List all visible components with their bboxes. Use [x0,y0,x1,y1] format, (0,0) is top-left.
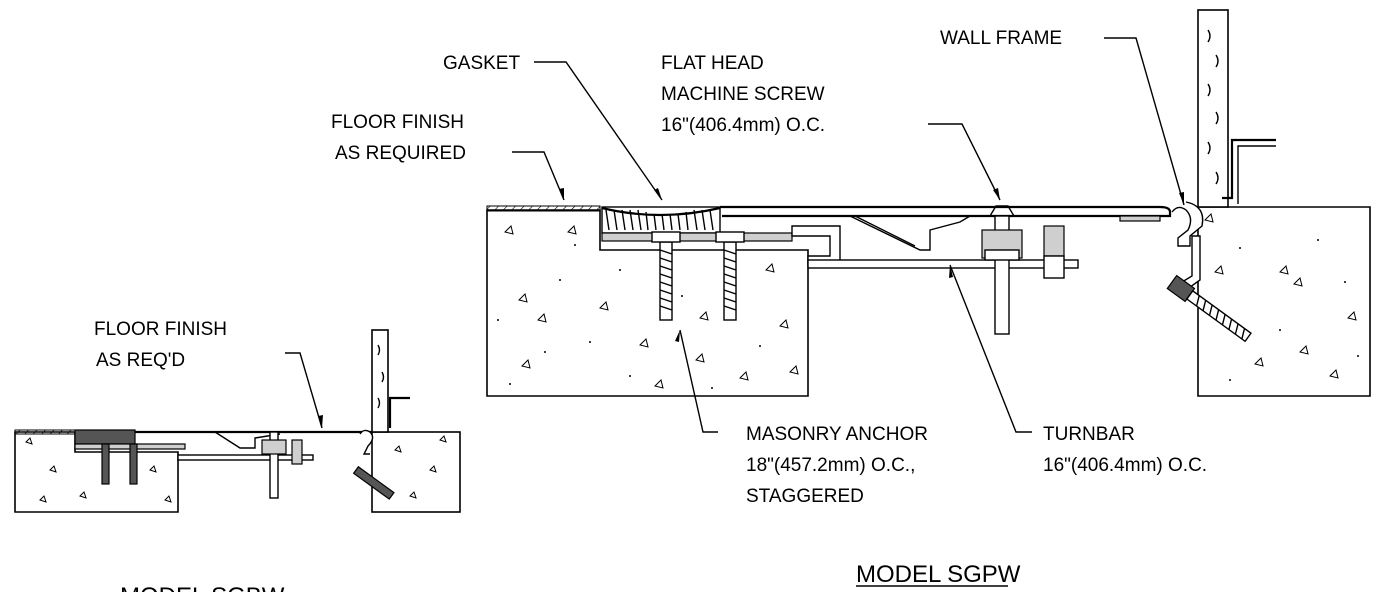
label-floor-finish-2: AS REQUIRED [335,143,466,164]
masonry-anchor-left [651,231,681,321]
label-floor-finish-small-2: AS REQ'D [96,350,185,371]
label-masonry-3: STAGGERED [746,486,864,507]
label-turnbar-2: 16"(406.4mm) O.C. [1043,455,1207,476]
leader-floor-finish-small [285,352,323,429]
leader-masonry [679,329,718,433]
label-flat-head-2: MACHINE SCREW [661,84,825,105]
floor-finish-layer [486,205,601,212]
leader-lines [285,37,1185,433]
label-masonry-2: 18"(457.2mm) O.C., [746,455,915,476]
leader-arrowheads [318,188,1184,428]
small-screw [269,431,279,499]
leader-turnbar [949,264,1032,433]
side-bolt [1043,225,1065,279]
title-model-sgbw: MODEL SGBW [120,583,285,592]
left-slab-aggregate [504,225,799,389]
label-wall-frame: WALL FRAME [940,28,1062,49]
leader-floor-finish [512,151,565,201]
small-anchor-left [101,443,110,485]
label-flat-head-1: FLAT HEAD [661,53,764,74]
small-wall [371,329,389,433]
small-gasket [74,429,136,445]
small-turnbar [177,454,314,461]
right-slab-dots [1229,239,1359,381]
leader-wall-frame [1104,37,1185,206]
wall-frame [1222,138,1276,200]
callout-labels: GASKET FLAT HEAD MACHINE SCREW 16"(406.4… [94,28,1207,507]
titles: MODEL SGPW MODEL SGBW [120,561,1021,592]
wall-stud [1197,9,1229,208]
small-anchor-right [129,443,138,485]
leader-gasket [534,61,663,201]
leader-flat-head [928,123,1001,201]
gasket-assembly [601,206,793,242]
small-aggregate [25,435,447,503]
flat-head-screw [981,205,1023,335]
small-wall-anchor [352,465,395,500]
small-right-slab [371,431,461,513]
sgpw-detail [486,9,1371,397]
right-slab-aggregate [1204,213,1357,379]
label-floor-finish-1: FLOOR FINISH [331,112,464,133]
frame-shim [1119,215,1161,222]
label-masonry-1: MASONRY ANCHOR [746,424,928,445]
label-turnbar-1: TURNBAR [1043,424,1135,445]
title-model-sgpw: MODEL SGPW [856,561,1021,588]
diagonal-rib [849,215,971,251]
cover-plate [720,205,1172,218]
right-concrete-slab [1197,206,1371,397]
wall-frame-hook [1171,201,1204,247]
masonry-anchor-right [715,231,745,321]
wall-anchor [1166,274,1252,343]
label-floor-finish-small-1: FLOOR FINISH [94,319,227,340]
label-flat-head-3: 16"(406.4mm) O.C. [661,115,825,136]
sgbw-detail [14,329,461,513]
turnbar [807,259,1079,269]
label-gasket: GASKET [443,53,520,74]
